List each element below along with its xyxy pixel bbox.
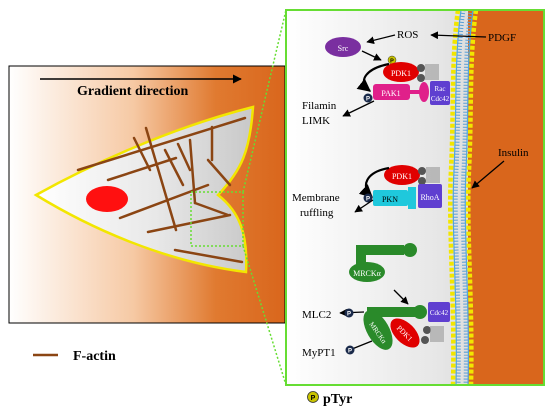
zoom-panel: ROS PDGF Src P PDK1 PAK1 Rac Cdc42 — [285, 9, 545, 386]
mypt1-label: MyPT1 — [302, 347, 336, 359]
phospho-symbol-mlc2: P — [347, 312, 351, 318]
src-protein — [325, 37, 361, 57]
filamin-label: Filamin — [302, 100, 337, 112]
pkn-label: PKN — [382, 195, 398, 204]
pak1-output-arrow — [342, 100, 375, 117]
phospho-symbol-pak1: P — [366, 97, 370, 103]
membrane-label: Membrane — [292, 192, 340, 204]
insulin-cluster: Insulin PDK1 PKN RhoA P Membrane rufflin… — [292, 147, 529, 219]
pak1-label: PAK1 — [381, 89, 400, 98]
mrck-label-inactive: MRCKα — [353, 269, 382, 278]
zoom-panel-border — [285, 9, 545, 386]
pdk1-protein-middle — [384, 165, 420, 185]
gradient-label: Gradient direction — [77, 84, 189, 99]
insulin-label: Insulin — [498, 147, 529, 159]
phospho-symbol-pkn: P — [366, 197, 370, 203]
insulin-arrow — [471, 160, 505, 189]
factin-legend-label: F-actin — [73, 349, 116, 364]
ptyr-symbol: P — [390, 59, 394, 65]
mrck-active — [363, 305, 427, 350]
rhoa-protein — [418, 184, 442, 208]
mrck-inactive — [349, 243, 417, 282]
ptyr-legend-symbol: P — [311, 395, 316, 402]
pdk1-label-top: PDK1 — [391, 69, 411, 78]
phospho-icon-pkn — [363, 193, 373, 203]
mrck-activation-arrow — [393, 289, 409, 305]
legend: F-actin P pTyr — [33, 349, 352, 407]
extracellular-space — [468, 10, 544, 385]
gradient-panel: Gradient direction — [8, 9, 287, 386]
zoom-region — [190, 191, 244, 247]
cdc42-label-top: Cdc42 — [431, 95, 450, 103]
cell-nucleus — [86, 186, 128, 212]
pdk1-membrane-anchor-middle — [418, 167, 440, 185]
zoom-line-top — [242, 9, 287, 193]
pdk1-protein-bottom — [390, 318, 420, 348]
ruffling-label: ruffling — [300, 207, 334, 219]
ros-label: ROS — [397, 29, 418, 41]
rhoa-label: RhoA — [420, 193, 439, 202]
rac-label: Rac — [435, 85, 446, 93]
phospho-icon-mypt1 — [345, 345, 355, 355]
pdk1-protein-top — [383, 62, 419, 82]
pak1-crib-domain — [419, 82, 429, 102]
phospho-icon-pak1 — [363, 93, 373, 103]
cdc42-label-bottom: Cdc42 — [430, 309, 449, 317]
limk-label: LIMK — [302, 115, 330, 127]
pkn-hr1-domain — [408, 187, 416, 209]
mrck-cluster: MRCKα MRCKα Cdc42 PDK1 P MLC2 P — [302, 243, 450, 359]
plasma-membrane — [447, 9, 479, 386]
phospho-symbol-mypt1: P — [348, 349, 352, 355]
pdk1-membrane-anchor-bottom — [421, 326, 444, 344]
pak1-protein — [373, 84, 410, 100]
pdgf-label: PDGF — [488, 32, 516, 44]
mypt1-inhibition-line — [351, 340, 373, 350]
cdc42-protein-bottom — [428, 302, 450, 322]
zoom-line-bottom — [242, 245, 287, 386]
pdk1-membrane-anchor-top — [417, 64, 439, 82]
pkn-protein — [373, 190, 408, 206]
mlc2-label: MLC2 — [302, 309, 331, 321]
factin-filaments — [76, 116, 247, 264]
pdgf-arrow — [430, 31, 487, 40]
pdk1-to-pak1-arrow — [356, 62, 390, 92]
pdk1-label-middle: PDK1 — [392, 172, 412, 181]
pdgf-cluster: ROS PDGF Src P PDK1 PAK1 Rac Cdc42 — [302, 29, 516, 127]
ptyr-legend-icon — [307, 391, 319, 403]
cell-outline — [33, 105, 255, 274]
ptyr-legend-label: pTyr — [323, 392, 352, 407]
phospho-icon-mlc2 — [344, 308, 354, 318]
src-arrow — [361, 50, 382, 61]
src-label: Src — [338, 44, 349, 53]
rac-cdc42-protein — [430, 81, 450, 105]
ros-arrow — [366, 34, 396, 45]
pkn-output-arrow — [354, 199, 374, 213]
